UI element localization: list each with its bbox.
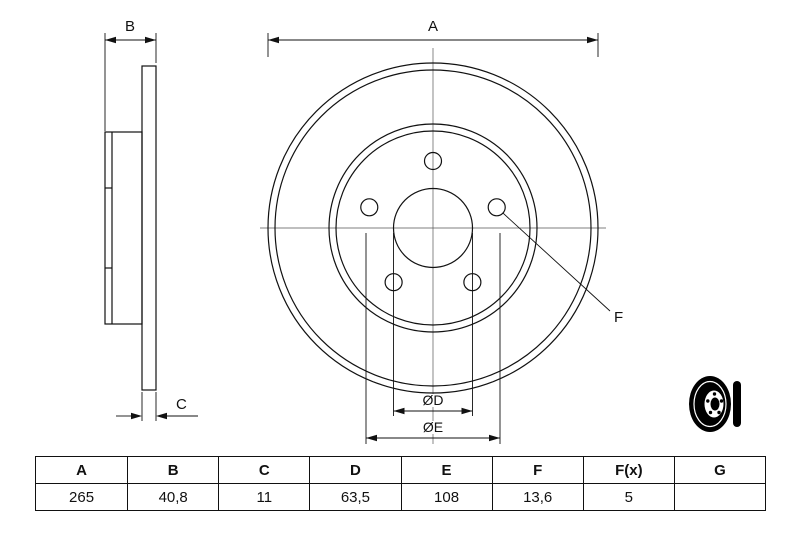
spec-header-e: E <box>400 457 492 483</box>
front-view <box>267 62 599 394</box>
spec-value-f: 13,6 <box>491 484 583 510</box>
hat-edge-circle <box>335 130 531 326</box>
icon-center-bore <box>710 397 720 411</box>
icon-bolt-hole <box>706 399 710 403</box>
spec-header-fx: F(x) <box>582 457 674 483</box>
dim-c-arrow-right <box>156 412 167 420</box>
spec-header-c: C <box>218 457 309 483</box>
spec-value-b: 40,8 <box>127 484 218 510</box>
bolt-hole-upper-left <box>360 198 379 217</box>
spec-header-d: D <box>309 457 400 483</box>
dim-d-arrow-left <box>393 407 405 415</box>
dimension-e: ØE <box>365 233 501 444</box>
spec-value-c: 11 <box>218 484 309 510</box>
icon-friction-ring <box>693 380 727 428</box>
dimension-d: ØD <box>393 233 473 416</box>
dimension-a: A <box>267 18 599 57</box>
spec-header-f: F <box>491 457 583 483</box>
spec-header-g: G <box>673 457 765 483</box>
spec-table-header-row: A B C D E F F(x) G <box>36 457 765 483</box>
spec-value-e: 108 <box>400 484 492 510</box>
outer-circle <box>267 62 599 394</box>
hat-section <box>104 131 143 325</box>
dim-b-label: B <box>125 18 135 35</box>
dimension-b: B <box>104 18 157 131</box>
dim-d-label-mask <box>415 394 451 407</box>
icon-bolt-hole <box>712 392 717 396</box>
dim-e-arrow-right <box>489 434 500 442</box>
dim-b-arrow-left <box>105 36 116 44</box>
callout-f: F <box>502 212 623 326</box>
icon-bolt-hole <box>719 399 724 403</box>
outer-chamfer-circle <box>274 69 592 387</box>
dim-c-arrow-left <box>131 412 142 420</box>
dim-a-arrow-right <box>587 36 598 44</box>
spec-table: A B C D E F F(x) G 265 40,8 11 63,5 108 … <box>35 456 766 511</box>
spec-header-b: B <box>127 457 218 483</box>
spec-value-d: 63,5 <box>309 484 400 510</box>
spec-value-a: 265 <box>69 488 95 506</box>
dim-e-arrow-left <box>366 434 377 442</box>
icon-disc-edge <box>733 381 741 427</box>
dim-e-label-mask <box>415 421 451 434</box>
dim-c-label: C <box>176 396 187 413</box>
dimension-c: C <box>116 392 198 421</box>
bolt-hole-top <box>423 151 443 171</box>
side-view <box>104 65 157 391</box>
technical-drawing: A B C ØD <box>104 18 741 444</box>
bolt-hole-upper-right <box>487 198 506 217</box>
center-bore <box>392 187 474 269</box>
dim-d-label: ØD <box>423 392 444 408</box>
icon-bolt-hole <box>708 410 713 415</box>
dim-b-arrow-right <box>145 36 156 44</box>
centerlines <box>260 48 606 444</box>
icon-bolt-hole <box>717 410 721 415</box>
spec-value-fx: 5 <box>582 484 674 510</box>
dim-a-label: A <box>428 18 438 35</box>
callout-f-leader <box>502 212 611 312</box>
spec-header-a: A <box>76 461 87 479</box>
spec-table-value-row: 265 40,8 11 63,5 108 13,6 5 <box>36 483 765 510</box>
spec-value-g <box>673 484 765 510</box>
dim-e-label: ØE <box>423 419 443 435</box>
dim-d-arrow-right <box>461 407 473 415</box>
dim-a-arrow-left <box>268 36 279 44</box>
friction-ring-section <box>141 65 157 391</box>
brake-disc-icon <box>689 376 741 432</box>
callout-f-label: F <box>614 309 623 326</box>
friction-inner-circle <box>328 123 538 333</box>
